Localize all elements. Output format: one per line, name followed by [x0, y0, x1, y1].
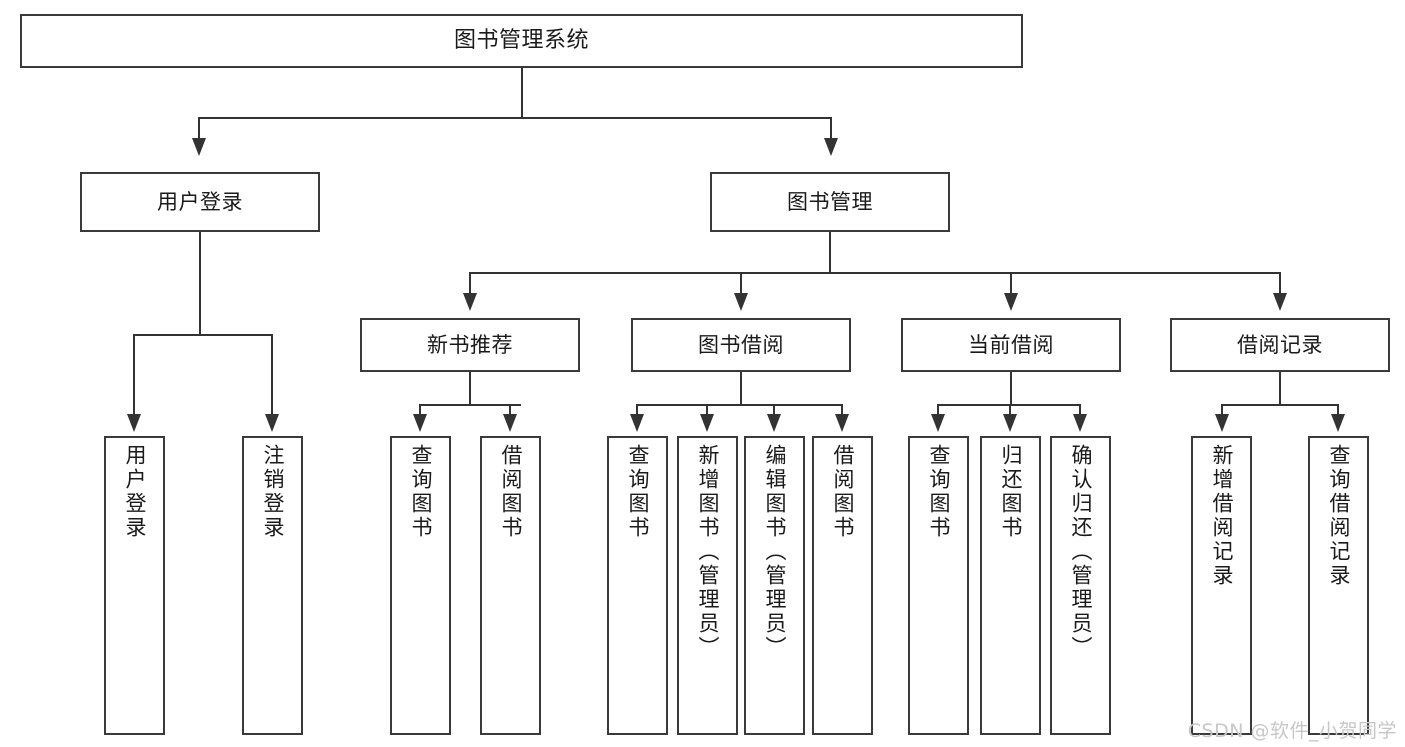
leaf-borrow-book-recommend[interactable]: 借阅图书: [480, 436, 541, 735]
leaf-return-book[interactable]: 归还图书: [980, 436, 1041, 735]
node-label: 当前借阅: [968, 332, 1054, 357]
edge-bb-to-leaf-2: [706, 404, 708, 418]
edge-bm-to-book-borrow: [740, 272, 742, 298]
arrow-bb-to-leaf-3: [767, 414, 781, 432]
node-label: 新增借阅记录: [1210, 444, 1234, 588]
leaf-query-borrow-record[interactable]: 查询借阅记录: [1308, 436, 1369, 735]
arrow-bm-to-new-book: [463, 293, 477, 311]
leaf-query-book-borrow[interactable]: 查询图书: [607, 436, 668, 735]
edge-cb-to-leaf-2: [1009, 404, 1011, 418]
arrow-bb-to-leaf-1: [630, 414, 644, 432]
edge-book-borrow-bus: [636, 404, 843, 406]
leaf-add-borrow-record[interactable]: 新增借阅记录: [1191, 436, 1252, 735]
arrow-cb-to-leaf-1: [931, 414, 945, 432]
edge-bb-to-leaf-3: [773, 404, 775, 418]
edge-new-book-to-leaf-2: [509, 404, 511, 418]
arrow-cb-to-leaf-2: [1003, 414, 1017, 432]
edge-new-book-to-leaf-1: [419, 404, 421, 418]
arrow-bb-to-leaf-4: [835, 414, 849, 432]
node-label: 用户登录: [123, 444, 147, 540]
edge-bm-to-current-borrow: [1010, 272, 1012, 298]
edge-root-to-book-management: [830, 117, 832, 143]
arrow-bb-to-leaf-2: [700, 414, 714, 432]
node-label: 注销登录: [261, 444, 285, 540]
edge-borrow-record-stem: [1279, 372, 1281, 406]
edge-book-management-bus: [469, 272, 1281, 274]
node-label: 新书推荐: [427, 332, 513, 357]
node-label: 用户登录: [157, 189, 243, 214]
node-label: 查询图书: [927, 444, 951, 540]
arrow-user-login-to-leaf-1: [127, 414, 141, 432]
leaf-add-book-admin[interactable]: 新增图书（管理员）: [677, 436, 738, 735]
node-label: 确认归还（管理员）: [1069, 444, 1093, 660]
arrow-cb-to-leaf-3: [1073, 414, 1087, 432]
edge-user-login-to-leaf-1: [133, 334, 135, 418]
edge-root-stem: [521, 68, 523, 118]
node-label: 编辑图书（管理员）: [763, 444, 787, 660]
edge-user-login-to-leaf-2: [271, 334, 273, 418]
node-label: 借阅记录: [1237, 332, 1323, 357]
node-label: 借阅图书: [499, 444, 523, 540]
edge-bm-to-new-book: [469, 272, 471, 298]
node-label: 图书借阅: [698, 332, 784, 357]
edge-cb-to-leaf-3: [1079, 404, 1081, 418]
node-label: 查询图书: [409, 444, 433, 540]
arrow-br-to-leaf-1: [1215, 414, 1229, 432]
node-label: 归还图书: [999, 444, 1023, 540]
node-user-login[interactable]: 用户登录: [80, 172, 320, 232]
edge-bb-to-leaf-1: [636, 404, 638, 418]
edge-bb-to-leaf-4: [841, 404, 843, 418]
leaf-user-login[interactable]: 用户登录: [104, 436, 165, 735]
arrow-new-book-to-leaf-1: [413, 414, 427, 432]
arrow-bm-to-book-borrow: [734, 293, 748, 311]
arrow-root-to-user-login: [192, 138, 206, 156]
leaf-borrow-book[interactable]: 借阅图书: [812, 436, 873, 735]
edge-book-borrow-stem: [740, 372, 742, 406]
edge-br-to-leaf-2: [1337, 404, 1339, 418]
node-label: 借阅图书: [831, 444, 855, 540]
edge-new-book-stem: [469, 372, 471, 406]
leaf-query-book-recommend[interactable]: 查询图书: [390, 436, 451, 735]
node-root-book-management-system[interactable]: 图书管理系统: [20, 14, 1023, 68]
node-label: 图书管理系统: [453, 28, 589, 54]
arrow-root-to-book-management: [824, 138, 838, 156]
arrow-bm-to-borrow-record: [1273, 293, 1287, 311]
edge-root-to-user-login: [198, 117, 200, 143]
edge-book-management-stem: [829, 232, 831, 274]
node-current-borrow[interactable]: 当前借阅: [901, 318, 1121, 372]
edge-br-to-leaf-1: [1221, 404, 1223, 418]
node-label: 新增图书（管理员）: [696, 444, 720, 660]
edge-new-book-bus: [419, 404, 521, 406]
node-new-book-recommend[interactable]: 新书推荐: [360, 318, 580, 372]
node-label: 查询图书: [626, 444, 650, 540]
node-label: 查询借阅记录: [1327, 444, 1351, 588]
arrow-br-to-leaf-2: [1331, 414, 1345, 432]
leaf-logout[interactable]: 注销登录: [242, 436, 303, 735]
edge-user-login-stem: [199, 232, 201, 336]
leaf-confirm-return-admin[interactable]: 确认归还（管理员）: [1050, 436, 1111, 735]
arrow-user-login-to-leaf-2: [265, 414, 279, 432]
edge-user-login-bus: [133, 334, 273, 336]
leaf-query-book-current[interactable]: 查询图书: [908, 436, 969, 735]
edge-bm-to-borrow-record: [1279, 272, 1281, 298]
edge-cb-to-leaf-1: [937, 404, 939, 418]
node-borrow-record[interactable]: 借阅记录: [1170, 318, 1390, 372]
leaf-edit-book-admin[interactable]: 编辑图书（管理员）: [744, 436, 805, 735]
node-label: 图书管理: [787, 189, 873, 214]
node-book-management[interactable]: 图书管理: [710, 172, 950, 232]
edge-root-bus: [198, 117, 832, 119]
arrow-bm-to-current-borrow: [1004, 293, 1018, 311]
edge-current-borrow-stem: [1010, 372, 1012, 406]
edge-borrow-record-bus: [1221, 404, 1339, 406]
node-book-borrow[interactable]: 图书借阅: [631, 318, 851, 372]
arrow-new-book-to-leaf-2: [503, 414, 517, 432]
